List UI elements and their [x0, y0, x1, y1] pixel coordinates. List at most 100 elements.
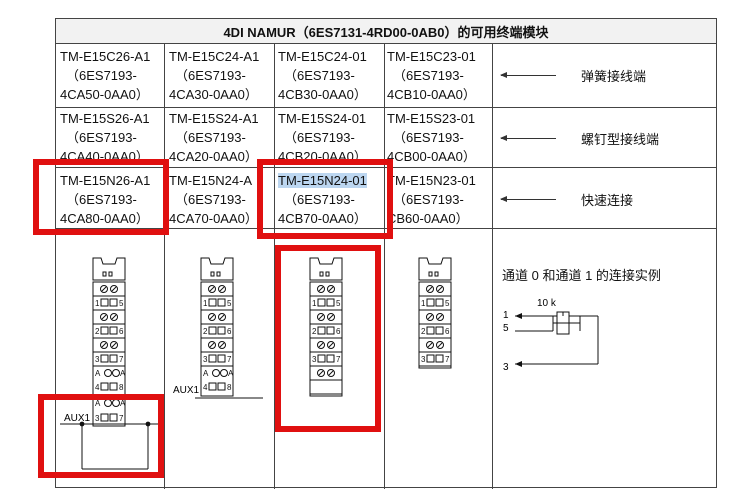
order-number-line: （6ES7193- — [284, 68, 355, 83]
module-name: TM-E15S24-A1 — [169, 111, 259, 126]
terminal-module — [418, 257, 452, 369]
junction-dot — [145, 421, 151, 427]
order-number-line: （6ES7193- — [175, 192, 246, 207]
module-name: TM-E15C26-A1 — [60, 49, 151, 64]
terminal-number: 7 — [119, 414, 124, 423]
aux-label: AUX1 — [173, 385, 200, 396]
module-cell: TM-E15S26-A1（6ES7193-4CA40-0AA0） — [60, 109, 150, 166]
highlight-box — [33, 159, 169, 235]
terminal-number: 6 — [119, 327, 124, 336]
arrow-left-icon — [515, 313, 522, 319]
module-cell: TM-E15S23-01 （6ES7193- 4CB00-0AA0） — [387, 109, 476, 166]
module-name: TM-E15S24-01 — [278, 111, 367, 126]
order-number-line: 4CA50-0AA0） — [60, 87, 149, 102]
resistor-label: 10 k — [537, 298, 557, 309]
terminal-number: 5 — [227, 299, 232, 308]
terminal-number: 1 — [312, 299, 317, 308]
module-cell: TM-E15C24-A1（6ES7193-4CA30-0AA0） — [169, 47, 259, 104]
row-divider — [56, 107, 716, 108]
terminal-number: 6 — [336, 327, 341, 336]
terminal-number: 8 — [227, 383, 232, 392]
column-divider — [164, 43, 165, 489]
order-number-line: （6ES7193- — [393, 192, 464, 207]
terminal-number: 2 — [95, 327, 100, 336]
module-cell: TM-E15C24-01 （6ES7193- 4CB30-0AA0） — [278, 47, 367, 104]
terminal-number: A — [203, 369, 209, 378]
terminal-module-table: 4DI NAMUR（6ES7131-4RD00-0AB0）的可用终端模块 TM-… — [55, 18, 717, 489]
order-number-line: 4CA20-0AA0） — [169, 149, 258, 164]
arrow-left-icon — [500, 135, 556, 141]
terminal-module — [309, 257, 343, 397]
order-number-line: （6ES7193- — [393, 130, 464, 145]
terminal-number: A — [120, 399, 126, 408]
junction-dot — [79, 421, 85, 427]
pin-label: 3 — [503, 362, 509, 373]
module-name: TM-E15C24-01 — [278, 49, 367, 64]
module-cell: TM-E15N23-01 （6ES7193- CB60-0AA0） — [387, 171, 476, 228]
module-name: TM-E15N24-A — [169, 173, 253, 188]
order-number-line: （6ES7193- — [175, 130, 246, 145]
column-divider — [384, 43, 385, 489]
connection-example — [515, 311, 599, 365]
terminal-number: A — [95, 369, 101, 378]
row-label: 快速连接 — [581, 192, 634, 208]
row-divider — [56, 228, 716, 229]
order-number-line: 4CA30-0AA0） — [169, 87, 258, 102]
terminal-number: 1 — [203, 299, 208, 308]
terminal-module: A A 4 8 — [200, 257, 234, 397]
arrow-left-icon — [500, 72, 556, 78]
terminal-number: A — [228, 369, 234, 378]
order-number-line: （6ES7193- — [66, 130, 137, 145]
module-cell-selected[interactable]: TM-E15N24-01（6ES7193-4CB70-0AA0） — [278, 171, 367, 228]
order-number-line: （6ES7193- — [393, 68, 464, 83]
terminal-number: 3 — [95, 355, 100, 364]
order-number-line: 4CA80-0AA0） — [60, 211, 149, 226]
terminal-number: 4 — [95, 383, 100, 392]
module-cell: TM-E15N26-A1 （6ES7193- 4CA80-0AA0） — [60, 171, 150, 228]
order-number-line: （6ES7193- — [66, 192, 137, 207]
module-name: TM-E15C23-01 — [387, 49, 476, 64]
terminal-number: 2 — [203, 327, 208, 336]
row-label: 弹簧接线端 — [581, 68, 647, 84]
terminal-number: 1 — [421, 299, 426, 308]
terminal-number: A — [120, 369, 126, 378]
aux-label: AUX1 — [64, 413, 91, 424]
order-number-line: 4CB00-0AA0） — [387, 149, 476, 164]
arrow-left-icon — [500, 196, 556, 202]
module-cell: TM-E15S24-A1 （6ES7193- 4CA20-0AA0） — [169, 109, 259, 166]
terminal-number: 6 — [227, 327, 232, 336]
terminal-number: 3 — [95, 414, 100, 423]
terminal-number: 2 — [421, 327, 426, 336]
module-name-selected[interactable]: TM-E15N24-01 — [278, 173, 367, 188]
order-number-line: CB60-0AA0） — [387, 211, 469, 226]
module-name: TM-E15N23-01 — [387, 173, 476, 188]
highlight-box — [257, 159, 393, 239]
column-divider — [274, 43, 275, 489]
module-name: TM-E15N26-A1 — [60, 173, 151, 188]
module-cell: TM-E15C23-01（6ES7193-4CB10-0AA0） — [387, 47, 476, 104]
terminal-number: A — [95, 399, 101, 408]
module-cell: TM-E15N24-A （6ES7193- 4CA70-0AA0） — [169, 171, 258, 228]
module-name: TM-E15C24-A1 — [169, 49, 260, 64]
terminal-number: 7 — [445, 355, 450, 364]
order-number-line: 4CA70-0AA0） — [169, 211, 258, 226]
terminal-number: 5 — [119, 299, 124, 308]
terminal-number: 5 — [336, 299, 341, 308]
order-number-line: 4CB30-0AA0） — [278, 87, 367, 102]
order-number-line: （6ES7193- — [66, 68, 137, 83]
terminal-module-extension: A A 3 7 — [92, 395, 126, 427]
module-name: TM-E15S26-A1 — [60, 111, 150, 126]
row-label: 螺钉型接线端 — [581, 131, 660, 147]
highlight-box — [38, 394, 164, 478]
terminal-number: 3 — [421, 355, 426, 364]
terminal-number: 4 — [203, 383, 208, 392]
pin-label: 1 — [503, 310, 509, 321]
terminal-number: 6 — [445, 327, 450, 336]
terminal-number: 8 — [119, 383, 124, 392]
module-name: TM-E15S23-01 — [387, 111, 476, 126]
highlight-box — [275, 245, 381, 432]
order-number-line: 4CB70-0AA0） — [278, 211, 367, 226]
example-caption: 通道 0 和通道 1 的连接实例 — [502, 268, 661, 283]
